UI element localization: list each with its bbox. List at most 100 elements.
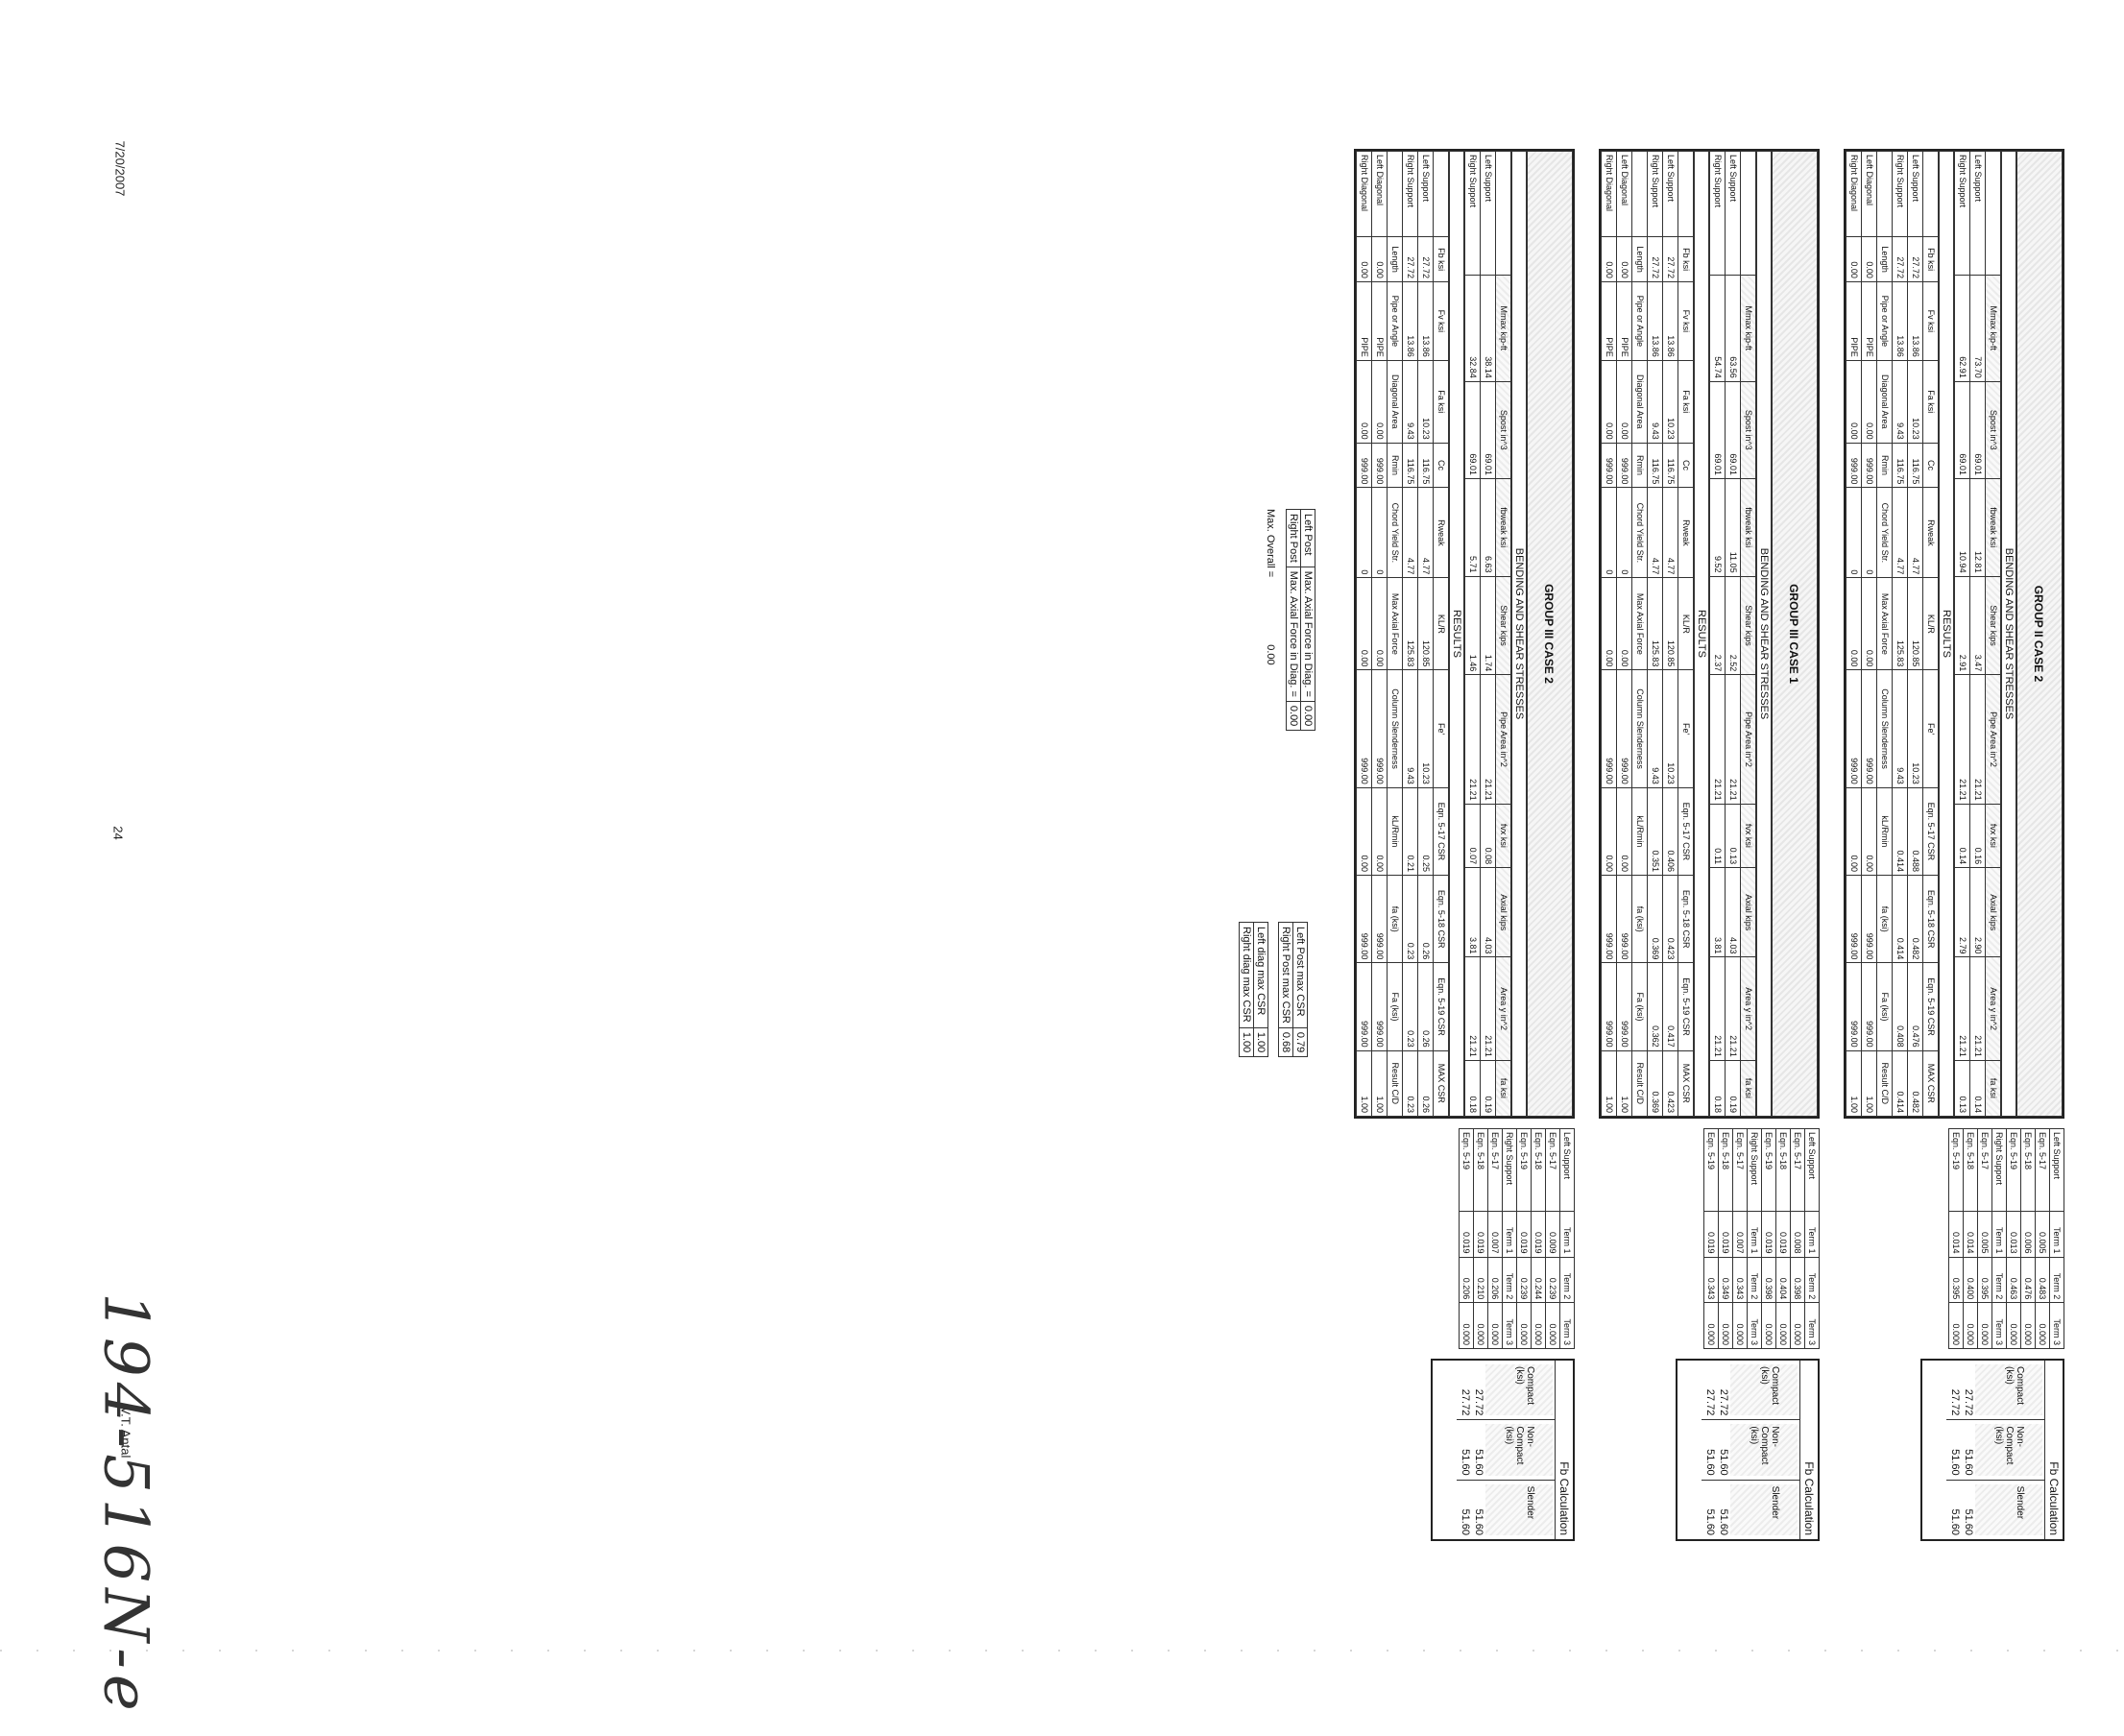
cell-value: 0.08 — [1480, 804, 1496, 868]
column-header: Diagonal Area — [1876, 360, 1893, 444]
cell-value: 0.423 — [1662, 875, 1678, 963]
row-label: Left Post — [1300, 509, 1315, 567]
cell-value: 9.52 — [1709, 478, 1726, 577]
column-header: Fe' — [1433, 669, 1449, 788]
row-label: Eqn. 5-18 — [1531, 1128, 1546, 1212]
cell-value: 10.23 — [1662, 360, 1678, 444]
fb-column-header: Slender — [1975, 1483, 2042, 1535]
cell-value: 0.11 — [1709, 804, 1726, 868]
row-label: Eqn. 5-17 — [1977, 1128, 1992, 1212]
page-number: 24 — [110, 826, 126, 840]
column-header — [1495, 151, 1511, 276]
row-label: Right Support — [1954, 151, 1970, 276]
column-header: Fv ksi — [1922, 281, 1939, 361]
column-header: Fa ksi — [1677, 360, 1694, 444]
cell-value: 999.00 — [1616, 875, 1632, 963]
cell-value: 999.00 — [1616, 443, 1632, 488]
fb-column-header: Non-Compact (ksi) — [1975, 1424, 2042, 1476]
cell-value: 69.01 — [1725, 381, 1741, 479]
cell-value: 0.00 — [1356, 577, 1372, 670]
cell-value: 999.00 — [1371, 443, 1388, 488]
cell-value: Term 1 — [1502, 1211, 1517, 1258]
cell-value: 0.26 — [1417, 1050, 1434, 1117]
cell-value: Term 1 — [1804, 1211, 1820, 1258]
cell-value: 21.21 — [1725, 674, 1741, 805]
bending-section-header: BENDING AND SHEAR STRESSES — [1511, 151, 1527, 1117]
row-label: Eqn. 5-19 — [1516, 1128, 1532, 1212]
column-header — [1740, 151, 1756, 276]
cell-value: 10.23 — [1417, 669, 1434, 788]
cell-value: 0 — [1616, 487, 1632, 578]
cell-value: 21.21 — [1969, 674, 1986, 805]
cell-value: PIPE — [1601, 281, 1617, 361]
cell-value: 0.00 — [1861, 360, 1877, 444]
cell-value: 1.00 — [1253, 1027, 1268, 1057]
cell-value: 999.00 — [1861, 962, 1877, 1051]
row-label: Left Support — [2049, 1128, 2064, 1212]
cell-value: 125.83 — [1402, 577, 1418, 670]
column-header: kL/Rmin — [1876, 787, 1893, 876]
cell-value: 0.19 — [1725, 1060, 1741, 1117]
cell-value: 0.398 — [1790, 1257, 1805, 1303]
row-label: Left diag max CSR — [1253, 922, 1268, 1028]
cell-value: 999.00 — [1616, 669, 1632, 788]
column-header: Column Slenderness — [1387, 669, 1403, 788]
cell-value: 0.18 — [1464, 1060, 1481, 1117]
cell-value: 27.72 — [1402, 236, 1418, 282]
cell-value: 116.75 — [1662, 443, 1678, 488]
column-header: Diagonal Area — [1631, 360, 1648, 444]
fb-value: 51.60 — [1963, 1449, 1974, 1476]
cell-value: 0.423 — [1662, 1050, 1678, 1117]
cell-value: 1.46 — [1464, 576, 1481, 675]
fb-value: 27.72 — [1473, 1388, 1484, 1416]
column-header: Max Axial Force — [1631, 577, 1648, 670]
cell-value: 0.000 — [1703, 1302, 1719, 1349]
column-header: Rweak — [1433, 487, 1449, 578]
cell-value: Term 3 — [1502, 1302, 1517, 1349]
column-header: fa (ksi) — [1876, 875, 1893, 963]
cell-value: 999.00 — [1846, 443, 1862, 488]
cell-value: 0.005 — [1977, 1211, 1992, 1258]
cell-value: 120.85 — [1907, 577, 1923, 670]
cell-value: 999.00 — [1601, 669, 1617, 788]
results-section-header: RESULTS — [1939, 151, 1954, 1117]
cell-value: 0.476 — [2020, 1257, 2036, 1303]
cell-value: 21.21 — [1480, 956, 1496, 1061]
row-label: Left Support — [1480, 151, 1496, 276]
column-header: fvx ksi — [1985, 804, 2001, 868]
cell-value: 0 — [1356, 487, 1372, 578]
cell-value: 13.86 — [1662, 281, 1678, 361]
row-label: Left Support — [1725, 151, 1741, 276]
cell-value: 0.00 — [1616, 236, 1632, 282]
column-header: Rmin — [1387, 443, 1403, 488]
cell-value: 0.014 — [1948, 1211, 1964, 1258]
fb-value: 51.60 — [1460, 1508, 1471, 1535]
cell-value: 1.00 — [1356, 1050, 1372, 1117]
row-label: Eqn. 5-18 — [1963, 1128, 1978, 1212]
cell-value: 0.400 — [1963, 1257, 1978, 1303]
row-label: Left Diagonal — [1616, 151, 1632, 237]
cell-value: 120.85 — [1417, 577, 1434, 670]
column-header: Eqn. 5-18 CSR — [1922, 875, 1939, 963]
